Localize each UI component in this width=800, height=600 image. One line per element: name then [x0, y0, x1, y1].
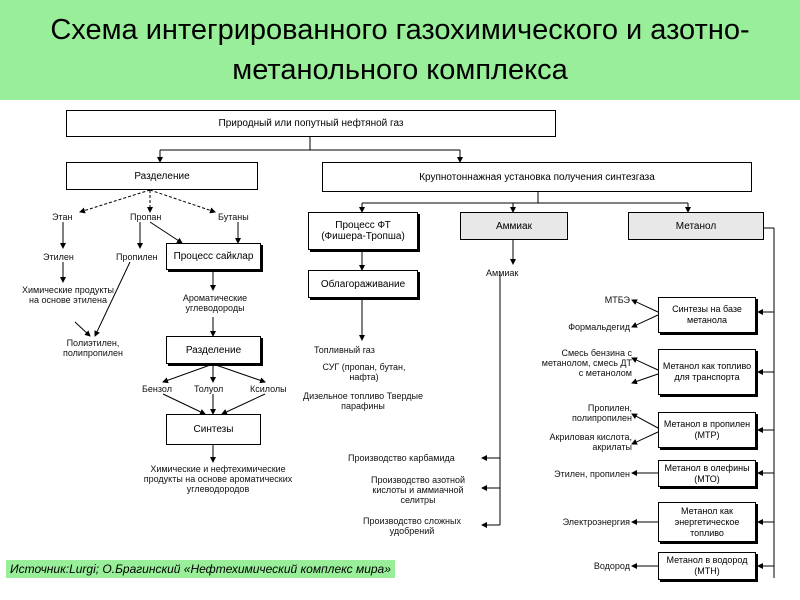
refining-box: Облагораживание	[308, 270, 418, 298]
label-lpg: СУГ (пропан, бутан, нафта)	[322, 362, 406, 382]
label-mtbe: МТБЭ	[604, 295, 630, 305]
syntheses-box: Синтезы	[166, 414, 261, 445]
label-ammonia-out: Аммиак	[486, 268, 519, 278]
label-benzene: Бензол	[142, 384, 172, 394]
source-caption: Источник:Lurgi; О.Брагинский «Нефтехимич…	[6, 560, 395, 578]
separation-box: Разделение	[66, 162, 258, 190]
methanol-fuel-box: Метанол как топливо для транспорта	[658, 349, 756, 395]
label-chem-ethylene: Химические продукты на основе этилена	[22, 285, 114, 305]
syngas-box: Крупнотоннажная установка получения синт…	[322, 162, 752, 192]
label-fertilizers: Производство сложных удобрений	[363, 516, 461, 536]
label-xylenes: Ксилолы	[250, 384, 287, 394]
label-propylene-poly: Пропилен, полипропилен	[572, 403, 632, 423]
label-heating-gas: Топливный газ	[314, 345, 375, 355]
label-acrylic: Акриловая кислота, акрилаты	[549, 432, 632, 452]
energy-fuel-box: Метанол как энергетическое топливо	[658, 502, 756, 542]
label-mixture: Смесь бензина с метанолом, смесь ДТ с ме…	[541, 348, 632, 378]
label-nitric: Производство азотной кислоты и аммиачной…	[370, 475, 466, 505]
label-propane: Пропан	[130, 212, 162, 222]
label-diesel: Дизельное топливо Твердые парафины	[303, 391, 423, 411]
mto-box: Метанол в олефины (МТО)	[658, 460, 756, 487]
label-chem-aromatic: Химические и нефтехимические продукты на…	[143, 464, 293, 494]
label-propylene: Пропилен	[116, 252, 158, 262]
label-aromatics: Ароматические углеводороды	[182, 293, 248, 313]
title-banner: Схема интегрированного газохимического и…	[0, 0, 800, 100]
cyclar-process-box: Процесс сайклар	[166, 243, 261, 270]
mth-box: Метанол в водород (МТН)	[658, 552, 756, 580]
label-ethylene-propylene: Этилен, пропилен	[554, 469, 630, 479]
label-urea: Производство карбамида	[348, 453, 455, 463]
label-toluene: Толуол	[194, 384, 224, 394]
label-hydrogen: Водород	[593, 561, 630, 571]
page-title: Схема интегрированного газохимического и…	[50, 14, 750, 86]
methanol-box: Метанол	[628, 212, 764, 240]
separation2-box: Разделение	[166, 336, 261, 364]
label-ethylene: Этилен	[43, 252, 74, 262]
label-ethane: Этан	[52, 212, 73, 222]
ammonia-box: Аммиак	[460, 212, 568, 240]
label-butane: Бутаны	[218, 212, 249, 222]
natural-gas-box: Природный или попутный нефтяной газ	[66, 110, 556, 137]
methanol-synth-box: Синтезы на базе метанола	[658, 297, 756, 333]
label-polyethylene: Полиэтилен, полипропилен	[63, 338, 123, 358]
label-electricity: Электроэнергия	[562, 517, 630, 527]
label-formaldehyde: Формальдегид	[568, 322, 630, 332]
ft-process-box: Процесс ФТ (Фишера-Тропша)	[308, 212, 418, 250]
mtp-box: Метанол в пропилен (МТР)	[658, 412, 756, 448]
